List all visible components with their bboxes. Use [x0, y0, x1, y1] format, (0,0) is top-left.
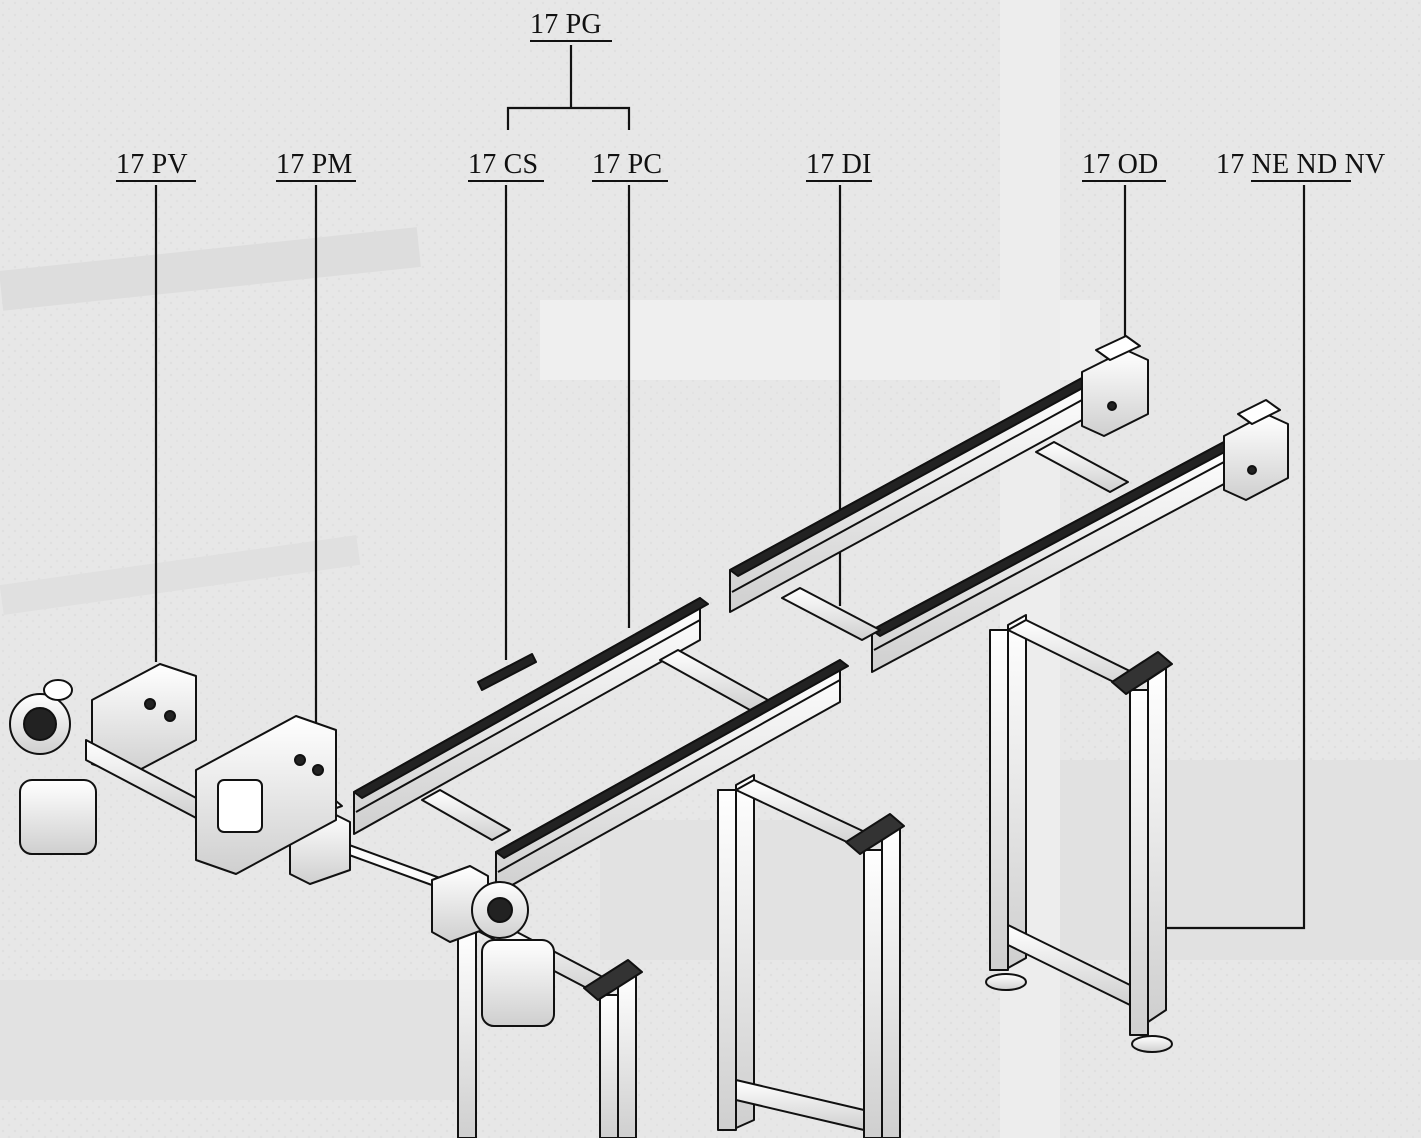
tail-unit-upper — [1081, 335, 1149, 437]
leader-lines — [154, 45, 1306, 930]
label-17-pg-underline — [530, 40, 612, 42]
label-17-od: 17 OD — [1082, 150, 1166, 182]
label-17-pc-text: 17 PC — [592, 149, 663, 180]
cross-members — [421, 441, 1129, 841]
label-17-pc-underline — [592, 180, 668, 182]
label-17-di: 17 DI — [806, 150, 872, 182]
label-17-pg: 17 PG — [530, 10, 612, 42]
left-drive-unit — [9, 663, 337, 875]
label-17-pv-underline — [116, 180, 196, 182]
upper-rail — [353, 377, 1091, 835]
label-17-cs-text: 17 CS — [468, 149, 539, 180]
label-17-ne-nd-nv-underline — [1250, 180, 1351, 182]
label-17-cs-underline — [468, 180, 544, 182]
conveyor-machine — [9, 335, 1289, 1138]
label-17-di-underline — [806, 180, 872, 182]
label-17-cs: 17 CS — [468, 150, 544, 182]
right-stand — [985, 614, 1173, 1053]
label-17-ne-nd-nv: 17 NE ND NV — [1216, 150, 1385, 182]
label-17-pm-text: 17 PM — [276, 149, 353, 180]
label-17-pc: 17 PC — [592, 150, 668, 182]
label-17-pm-underline — [276, 180, 356, 182]
label-17-pm: 17 PM — [276, 150, 356, 182]
right-drive-motor — [471, 881, 555, 1027]
tail-unit-lower — [1223, 399, 1289, 501]
label-17-ne-nd-nv-text: 17 NE ND NV — [1216, 149, 1386, 180]
label-17-di-text: 17 DI — [806, 149, 872, 180]
middle-stand — [717, 774, 905, 1138]
label-17-pg-text: 17 PG — [530, 9, 602, 40]
label-17-od-underline — [1082, 180, 1166, 182]
label-17-pv-text: 17 PV — [116, 149, 188, 180]
lower-rail — [495, 441, 1233, 895]
label-17-od-text: 17 OD — [1082, 149, 1159, 180]
chain-part — [477, 653, 537, 691]
label-17-pv: 17 PV — [116, 150, 196, 182]
